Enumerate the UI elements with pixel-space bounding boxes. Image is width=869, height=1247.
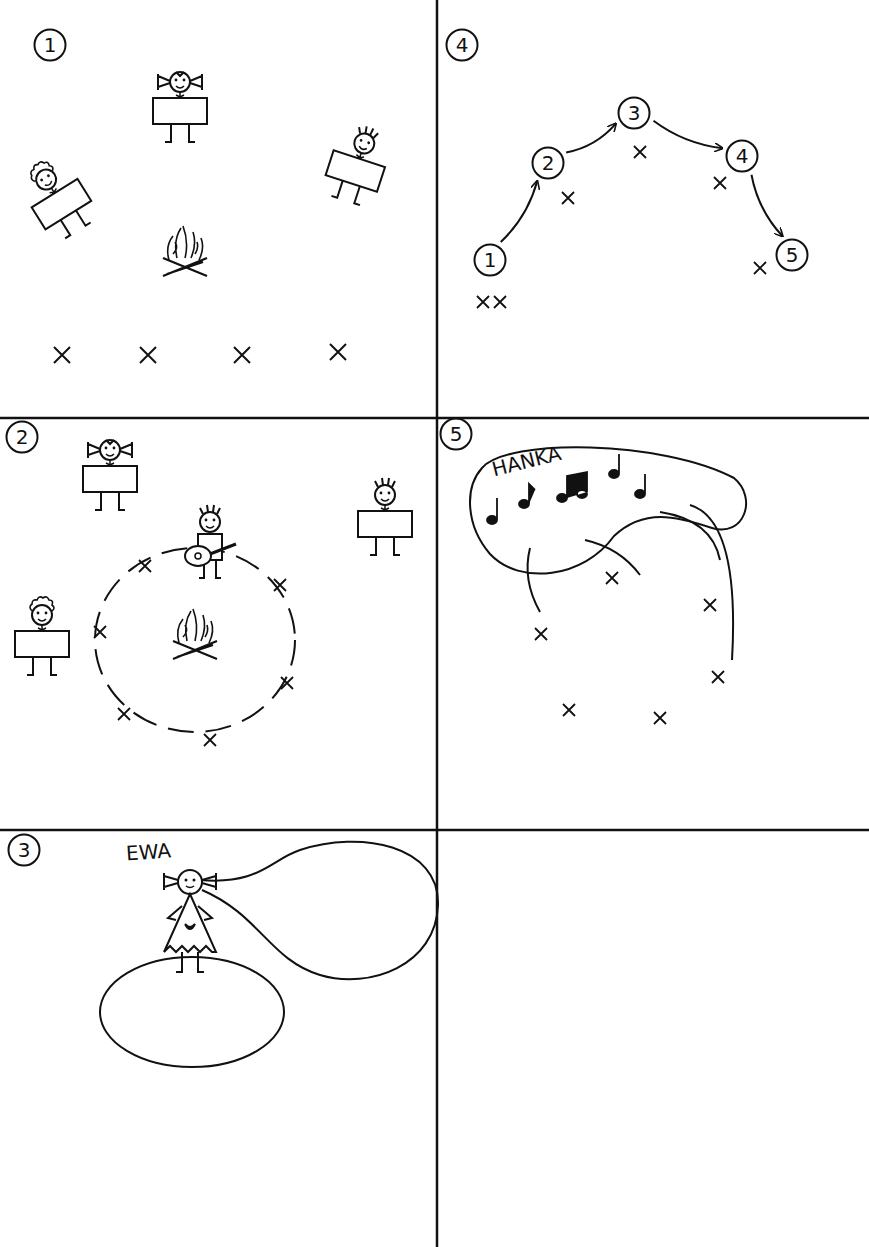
player-marks <box>477 146 766 308</box>
number-circle: 1 <box>473 243 507 277</box>
player-name: HANKA <box>490 443 563 479</box>
music-note <box>487 498 497 524</box>
number-circle: 4 <box>725 139 759 173</box>
step-number: 1 <box>44 35 57 55</box>
step-number: 3 <box>18 840 31 860</box>
number-circle: 3 <box>7 833 41 867</box>
number-circle: 2 <box>5 420 39 454</box>
number-circle: 5 <box>775 238 809 272</box>
number-circle: 5 <box>439 417 473 451</box>
step-number: 4 <box>456 35 469 55</box>
number-circle: 4 <box>445 28 479 62</box>
music-note <box>609 454 619 478</box>
panel-1-scene <box>14 72 396 363</box>
step-number: 4 <box>736 146 749 166</box>
song-bubble: HANKA <box>462 436 752 586</box>
step-number: 1 <box>484 250 497 270</box>
outline <box>35 30 66 61</box>
music-note <box>519 484 535 508</box>
number-circle: 2 <box>531 146 565 180</box>
outline <box>533 148 564 179</box>
outline <box>777 240 808 271</box>
outline <box>441 419 472 450</box>
step-number: 5 <box>450 424 463 444</box>
order-arrow <box>654 121 723 148</box>
step-number: 2 <box>16 427 29 447</box>
outline <box>9 835 40 866</box>
outline <box>7 422 38 453</box>
step-number: 2 <box>542 153 555 173</box>
outline <box>619 98 650 129</box>
order-arrow <box>501 181 537 242</box>
step-number: 3 <box>628 103 641 123</box>
panel-5-scene <box>528 505 734 724</box>
panel-3-scene <box>100 842 438 1067</box>
number-circle: 1 <box>33 28 67 62</box>
step-number: 5 <box>786 245 799 265</box>
music-note <box>557 472 587 502</box>
name-label: EWA <box>125 840 171 863</box>
music-note <box>635 474 645 498</box>
number-circle: 3 <box>617 96 651 130</box>
outline <box>475 245 506 276</box>
outline <box>447 30 478 61</box>
order-arrow <box>566 124 616 153</box>
panel-2-scene <box>15 440 412 746</box>
outline <box>727 141 758 172</box>
order-arrow <box>751 175 782 237</box>
